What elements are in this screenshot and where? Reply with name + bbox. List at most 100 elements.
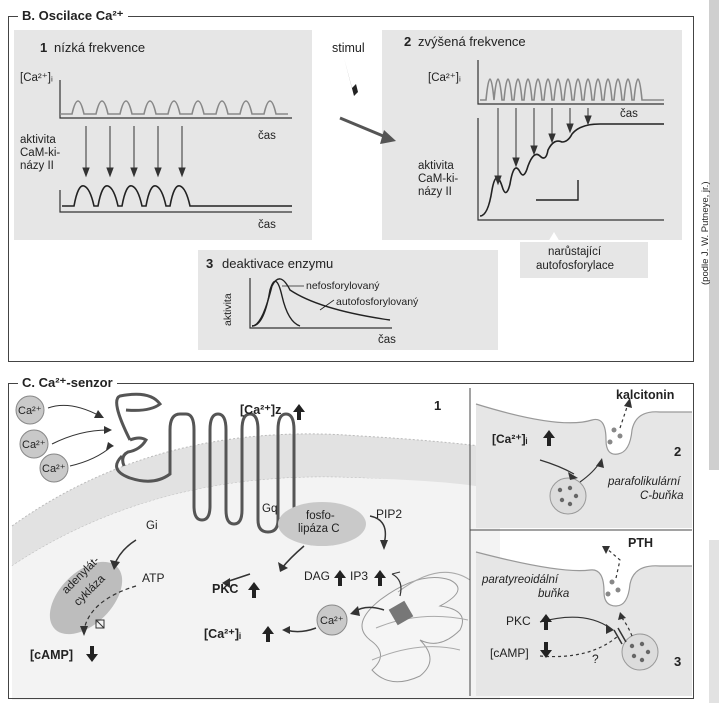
label-cai: [Ca²⁺]ᵢ xyxy=(204,627,241,641)
panel-high-frequency xyxy=(382,30,682,240)
panel3-number: 3 xyxy=(206,256,214,271)
ip3-up-arrow-icon xyxy=(374,570,386,586)
panel2-number: 2 xyxy=(404,34,412,49)
section-b-title: B. Oscilace Ca²⁺ xyxy=(18,8,128,24)
parathyroid-pkc-up-arrow-icon xyxy=(540,614,552,630)
label-kalcitonin: kalcitonin xyxy=(616,388,675,402)
parathyroid-camp-down-arrow-icon xyxy=(540,642,552,658)
pkc-up-arrow-icon xyxy=(248,582,260,598)
panel2-ca-label: [Ca²⁺]ᵢ xyxy=(428,72,461,84)
stimulus-label: stimul xyxy=(332,41,365,55)
panel1-activity-label-2: CaM-ki- xyxy=(20,147,61,159)
cai-up-arrow-icon xyxy=(262,626,274,642)
panel3-title: deaktivace enzymu xyxy=(222,256,334,271)
adenylate-cyclase xyxy=(49,561,123,635)
panel2-ca-oscillation xyxy=(480,78,664,101)
panel2-activity-label-3: názy II xyxy=(418,186,452,198)
c-cell-label-1: parafolikulární xyxy=(608,476,681,488)
panel3-curve-nonphos xyxy=(251,280,301,327)
panel3-leader-2 xyxy=(319,299,335,311)
panel3-curve-autophos xyxy=(251,278,391,327)
label-camp: [cAMP] xyxy=(30,648,74,662)
panel2-note-1: narůstající xyxy=(548,246,602,258)
panel2-activity-curve xyxy=(479,123,664,217)
panel3-axes xyxy=(249,278,392,329)
panel1-time-label-2: čas xyxy=(258,219,276,231)
label-dag: DAG xyxy=(304,569,331,583)
c-cell-vesicle xyxy=(549,477,587,515)
panel3-curve1-label: nefosforylovaný xyxy=(306,280,380,292)
panel2-title: zvýšená frekvence xyxy=(418,34,526,49)
panel1-number: 1 xyxy=(40,40,48,55)
section-c-frame xyxy=(8,383,694,699)
ca-sensor-receptor xyxy=(115,392,301,534)
panel1-activity-label-3: názy II xyxy=(20,160,54,172)
panel1-ca-label: [Ca²⁺]ᵢ xyxy=(20,72,53,84)
panel1-activity-axis xyxy=(59,190,292,213)
label-pth: PTH xyxy=(628,536,653,550)
label-ip3: IP3 xyxy=(350,569,369,583)
c-cell-membrane xyxy=(476,404,692,528)
dag-up-arrow-icon xyxy=(334,570,346,586)
endoplasmic-reticulum xyxy=(361,577,463,683)
ip3-receptor-channel xyxy=(388,600,414,626)
c-cell-cai-up-arrow-icon xyxy=(543,430,555,446)
panel2-bracket xyxy=(536,180,579,201)
label-gi: Gi xyxy=(146,520,158,532)
section-c-panel3-number: 3 xyxy=(674,654,682,669)
panel1-ca-oscillation xyxy=(60,100,288,115)
ca-ion-label-2: Ca²⁺ xyxy=(22,439,46,451)
label-atp: ATP xyxy=(142,571,165,585)
panel2-activity-label-2: CaM-ki- xyxy=(418,173,459,185)
phospholipase-label-2: lipáza C xyxy=(298,523,340,535)
ca-ion-1 xyxy=(15,395,45,425)
panel2-activity-label-1: aktivita xyxy=(418,160,454,172)
parathyroid-label-1: paratyreoidální xyxy=(482,574,559,586)
panel2-note-box xyxy=(520,242,648,278)
label-ca-z: [Ca²⁺]z xyxy=(240,403,282,417)
stimulus-lightning-icon xyxy=(339,58,396,144)
parathyroid-camp-label: [cAMP] xyxy=(490,646,529,660)
phospholipase-label-1: fosfo- xyxy=(306,510,335,522)
panel1-ca-axis xyxy=(59,80,292,119)
panel2-note-2: autofosforylace xyxy=(536,260,614,272)
panel1-activity-curve xyxy=(62,185,292,207)
label-pip2: PIP2 xyxy=(376,507,403,521)
question-mark: ? xyxy=(592,652,599,666)
ca-ion-label-4: Ca²⁺ xyxy=(320,615,344,627)
panel3-x-label: čas xyxy=(378,334,396,346)
ca-ion-3 xyxy=(39,453,69,483)
panel-low-frequency xyxy=(14,30,312,240)
ca-ion-label-1: Ca²⁺ xyxy=(18,405,42,417)
section-c-title: C. Ca²⁺-senzor xyxy=(18,375,117,391)
ca-ion-label-3: Ca²⁺ xyxy=(42,463,66,475)
c-cell-label-2: C-buňka xyxy=(640,490,684,502)
panel2-activity-axis xyxy=(477,118,664,221)
panel2-ca-axis xyxy=(477,60,664,105)
ca-ion-2 xyxy=(19,429,49,459)
label-pkc: PKC xyxy=(212,582,239,596)
panel3-curve2-label: autofosforylovaný xyxy=(336,296,419,308)
parathyroid-vesicle xyxy=(621,633,659,671)
ca-z-up-arrow-icon xyxy=(293,404,305,420)
c-cell-cai-label: [Ca²⁺]ᵢ xyxy=(492,432,528,446)
section-c-main-number: 1 xyxy=(434,398,442,413)
panel1-activity-label-1: aktivita xyxy=(20,134,56,146)
parathyroid-label-2: buňka xyxy=(538,588,570,600)
section-b-frame xyxy=(8,16,694,362)
phospholipase-c xyxy=(278,502,366,546)
change-arrows xyxy=(86,404,555,662)
section-c-panel2-number: 2 xyxy=(674,444,682,459)
panel1-title: nízká frekvence xyxy=(54,40,146,55)
panel-enzyme-deactivation xyxy=(198,250,498,350)
panel2-time-label: čas xyxy=(620,108,638,120)
label-gq: Gq xyxy=(262,503,278,515)
page-edge-strip-top xyxy=(709,0,719,470)
page-edge-strip-bottom xyxy=(709,540,719,703)
panel1-time-label: čas xyxy=(258,130,276,142)
camp-down-arrow-icon xyxy=(86,646,98,662)
credit-text: (podle J. W. Putneye, jr.) xyxy=(700,181,711,286)
ca-ion-cytosol xyxy=(316,604,348,636)
parathyroid-pkc-label: PKC xyxy=(506,614,531,628)
